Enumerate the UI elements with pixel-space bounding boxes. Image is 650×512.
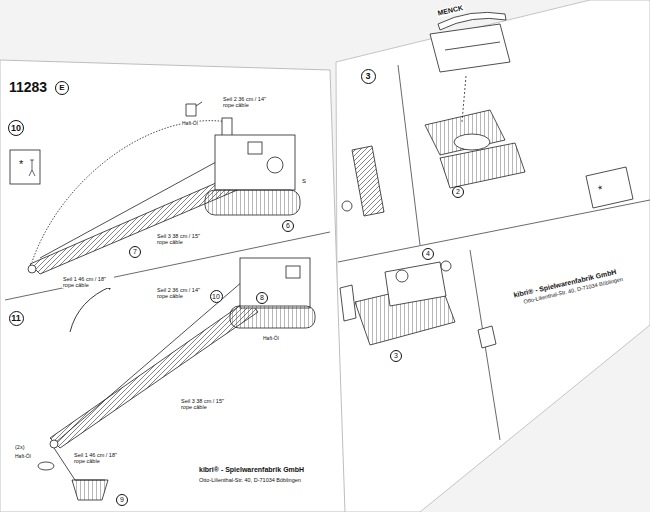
callout-text: 8 [260, 293, 264, 303]
oil-note: Haft-Öl [181, 121, 199, 127]
oil-can [186, 102, 202, 116]
paper-sheet [0, 60, 345, 512]
cab-detail [445, 42, 500, 50]
callout-number: 3 [390, 350, 402, 362]
engine-part [385, 262, 446, 306]
rope-spec: Seil 1 46 cm / 18" rope câble [62, 276, 114, 288]
winch-drum [267, 157, 283, 173]
oil-note: Haft-Öl [14, 454, 32, 460]
lattice-boom [50, 300, 258, 448]
boom-part [352, 146, 384, 216]
crane-step-11 [38, 258, 315, 500]
panel-line [338, 200, 650, 262]
callout-text: E [59, 82, 64, 94]
crane-body [240, 258, 310, 308]
callout-text: 3 [394, 351, 398, 361]
part [478, 326, 496, 348]
callout-text: 10 [11, 121, 21, 135]
callout-number: 10 [210, 290, 223, 303]
pulley [342, 201, 352, 211]
callout-number: 6 [282, 220, 294, 232]
crawler-exploded [340, 12, 525, 348]
callout-text: 10 [212, 291, 220, 302]
rope-spec: Seil 2 36 cm / 14" rope câble [222, 96, 274, 108]
wheel [441, 261, 451, 271]
callout-number: 7 [129, 246, 141, 258]
assembly-line [462, 76, 466, 122]
edition-mark: E [55, 81, 69, 95]
panel-line [398, 65, 420, 245]
callout-text: 9 [120, 495, 124, 505]
turntable [454, 134, 490, 150]
step-arrow [70, 286, 112, 332]
warning-box [586, 167, 633, 208]
person-icon [29, 160, 35, 176]
manufacturer: kibri® - Spielwarenfabrik GmbH [198, 466, 305, 474]
callout-text: 2 [456, 187, 460, 197]
callout-number: 2 [452, 186, 464, 198]
address: Otto-Lilienthal-Str. 40, D-71034 Böbling… [198, 477, 302, 483]
step-number: 11 [9, 311, 24, 326]
cab-window [248, 142, 262, 154]
bucket-bar [75, 480, 105, 481]
panel-line [470, 250, 500, 440]
lattice-boom [30, 176, 242, 274]
paper-sheet [336, 0, 650, 512]
cab-part [430, 24, 510, 72]
callout-number: 4 [422, 248, 434, 260]
callout-text: 6 [286, 221, 290, 231]
dragline-bucket [72, 480, 108, 500]
pulley [50, 440, 58, 448]
warning-box [10, 150, 40, 184]
part-letter: S [301, 178, 307, 185]
crane-body [215, 135, 295, 190]
step-number: 10 [8, 120, 24, 136]
rope-spec: Seil 1 46 cm / 18" rope câble [73, 452, 125, 464]
callout-number: 9 [116, 494, 128, 506]
crawler-track [205, 190, 300, 215]
callout-text: 3 [365, 70, 370, 83]
oil-can [38, 462, 54, 470]
callout-text: 11 [11, 312, 21, 325]
oil-note: Haft-Öl [262, 336, 280, 342]
crawler-track [230, 306, 315, 328]
cab-window [286, 266, 300, 278]
step-number: 3 [361, 69, 376, 84]
rope-spec: Seil 3 38 cm / 15" rope câble [156, 233, 208, 245]
rope [54, 448, 75, 480]
callout-text: 7 [133, 247, 137, 257]
crane-step-10 [28, 102, 300, 274]
pulley [28, 265, 36, 273]
callout-text: 4 [426, 249, 430, 259]
callout-number: 8 [256, 292, 268, 304]
panel-grid [338, 65, 650, 440]
rope-spec: Seil 3 38 cm / 15" rope câble [180, 398, 232, 410]
part [340, 285, 356, 321]
wheel [396, 270, 408, 282]
track-part [440, 143, 525, 188]
rope-spec: Seil 2 36 cm / 14" rope câble [156, 287, 208, 299]
quantity: (2x) [14, 444, 25, 450]
kit-number: 11283 [8, 80, 48, 95]
warning-symbol: * [18, 158, 24, 170]
